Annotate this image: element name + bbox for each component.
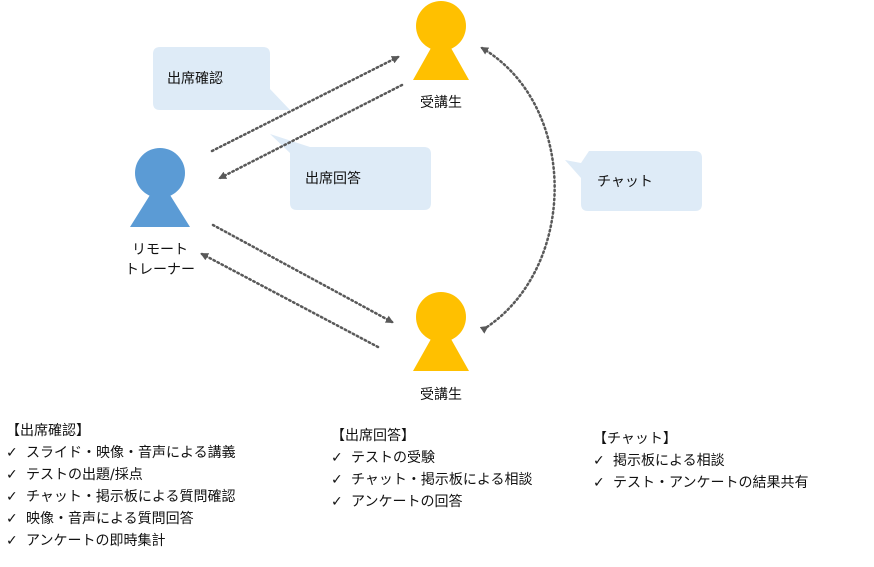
check-icon: ✓ xyxy=(331,450,343,466)
bubble-chat-text: チャット xyxy=(597,174,653,190)
student-top-person-icon xyxy=(413,1,469,80)
list-item: ✓ チャット・掲示板による相談 xyxy=(331,469,532,491)
list-item-text: テストの受験 xyxy=(351,450,435,466)
list-item: ✓ アンケートの回答 xyxy=(331,491,532,513)
trainer-label: リモート トレーナー xyxy=(110,240,210,280)
check-icon: ✓ xyxy=(6,489,18,505)
trainer-label-line-1: リモート xyxy=(132,242,188,258)
chat-list: 【チャット】 ✓ 掲示板による相談 ✓ テスト・アンケートの結果共有 xyxy=(593,428,808,494)
bubble-attendance-reply xyxy=(270,134,431,210)
list-heading: 【出席回答】 xyxy=(331,428,415,444)
list-item-text: スライド・映像・音声による講義 xyxy=(26,445,236,461)
list-item-text: チャット・掲示板による相談 xyxy=(351,472,533,488)
trainer-person-icon xyxy=(130,148,190,227)
trainer-label-line-2: トレーナー xyxy=(125,262,195,278)
attendance-reply-list: 【出席回答】 ✓ テストの受験 ✓ チャット・掲示板による相談 ✓ アンケートの回答 xyxy=(331,425,532,513)
check-icon: ✓ xyxy=(6,511,18,527)
arrow-trainer-to-student-bottom xyxy=(211,223,394,324)
arrow-trainer-to-student-top xyxy=(210,55,400,153)
list-item: ✓ 映像・音声による質問回答 xyxy=(6,508,236,530)
list-item-text: テスト・アンケートの結果共有 xyxy=(613,475,809,491)
list-item: ✓ テストの受験 xyxy=(331,447,532,469)
list-item: ✓ アンケートの即時集計 xyxy=(6,530,236,552)
arrow-student-bottom-to-trainer xyxy=(200,252,380,349)
list-item: ✓ スライド・映像・音声による講義 xyxy=(6,442,236,464)
attendance-check-list: 【出席確認】 ✓ スライド・映像・音声による講義 ✓ テストの出題/採点 ✓ チャット… xyxy=(6,420,236,552)
check-icon: ✓ xyxy=(6,467,18,483)
list-item-text: アンケートの即時集計 xyxy=(26,533,166,549)
student-bottom-person-icon xyxy=(413,292,469,371)
list-item-text: アンケートの回答 xyxy=(351,494,463,510)
bubble-attendance-check-text: 出席確認 xyxy=(167,71,223,87)
list-item: ✓ 掲示板による相談 xyxy=(593,450,808,472)
arrow-chat-curve xyxy=(479,46,556,334)
student-bottom-label: 受講生 xyxy=(420,387,462,403)
list-item-text: テストの出題/採点 xyxy=(26,467,143,483)
list-heading: 【チャット】 xyxy=(593,431,677,447)
student-top-label: 受講生 xyxy=(420,95,462,111)
bubble-chat xyxy=(565,151,702,211)
check-icon: ✓ xyxy=(593,475,605,491)
check-icon: ✓ xyxy=(6,533,18,549)
bubble-attendance-reply-text: 出席回答 xyxy=(305,171,361,187)
list-heading: 【出席確認】 xyxy=(6,423,90,439)
check-icon: ✓ xyxy=(331,494,343,510)
list-item: ✓ チャット・掲示板による質問確認 xyxy=(6,486,236,508)
list-item: ✓ テスト・アンケートの結果共有 xyxy=(593,472,808,494)
check-icon: ✓ xyxy=(593,453,605,469)
list-item: ✓ テストの出題/採点 xyxy=(6,464,236,486)
check-icon: ✓ xyxy=(331,472,343,488)
arrow-student-top-to-trainer xyxy=(218,83,404,180)
list-item-text: 映像・音声による質問回答 xyxy=(26,511,194,527)
bubble-attendance-check xyxy=(153,47,290,110)
check-icon: ✓ xyxy=(6,445,18,461)
list-item-text: 掲示板による相談 xyxy=(613,453,725,469)
list-item-text: チャット・掲示板による質問確認 xyxy=(26,489,236,505)
